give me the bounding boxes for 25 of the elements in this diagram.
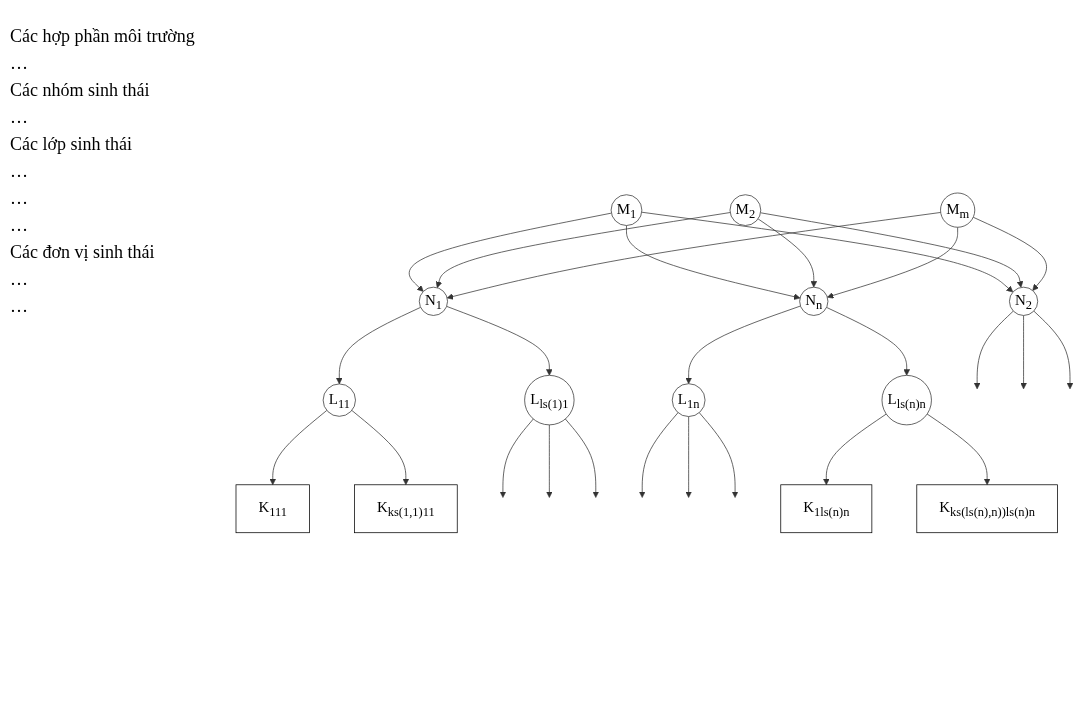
node-box: K$_{1ls(n)n}$ xyxy=(780,484,873,534)
ellipsis: … xyxy=(10,269,29,290)
row-label: Các hợp phần môi trường xyxy=(10,26,196,47)
row-label: Các đơn vị sinh thái xyxy=(10,242,156,263)
node-circle: M$_{2}$ xyxy=(729,194,762,227)
node-circle: L$_{1n}$ xyxy=(671,383,706,418)
node-box: K$_{ks(ls(n),n))ls(n)n}$ xyxy=(916,484,1058,534)
node-box: K$_{111}$ xyxy=(235,484,310,534)
node-circle: M$_{1}$ xyxy=(610,194,643,227)
node-circle: M$_{m}$ xyxy=(940,192,976,228)
ellipsis: … xyxy=(10,296,29,317)
node-circle: L$_{ls(n)n}$ xyxy=(881,375,932,426)
node-circle: N$_{1}$ xyxy=(418,286,448,316)
node-circle: N$_{n}$ xyxy=(799,286,829,316)
ellipsis: … xyxy=(10,161,29,182)
node-circle: L$_{11}$ xyxy=(322,383,356,417)
node-circle: N$_{2}$ xyxy=(1009,286,1039,316)
row-label: Các lớp sinh thái xyxy=(10,134,133,155)
ellipsis: … xyxy=(10,188,29,209)
ellipsis: … xyxy=(10,215,29,236)
ellipsis: … xyxy=(10,107,29,128)
row-label: Các nhóm sinh thái xyxy=(10,80,151,101)
node-box: K$_{ks(1,1)11}$ xyxy=(354,484,458,534)
node-circle: L$_{ls(1)1}$ xyxy=(524,375,575,426)
ellipsis: … xyxy=(10,53,29,74)
